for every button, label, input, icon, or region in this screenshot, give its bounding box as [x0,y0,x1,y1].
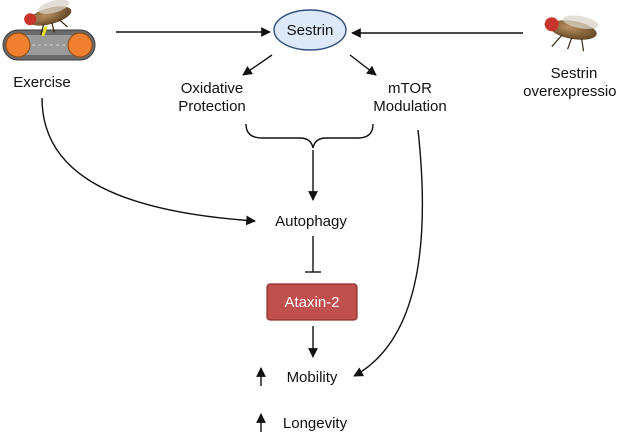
edge-sestrin-to-oxidative [242,54,273,76]
ataxin2-node: Ataxin-2 [266,283,358,321]
mtor-modulation-label-line1: mTOR [388,80,432,97]
mtor-modulation-label-line2: Modulation [373,98,446,115]
edge-sestrin-to-mtor [349,54,377,76]
sestrin-overexpression-label-line1: Sestrin [551,65,598,82]
oxidative-protection-label-line1: Oxidative [181,80,244,97]
autophagy-label: Autophagy [275,213,347,230]
fly-on-treadmill-icon [2,0,96,61]
mobility-label: Mobility [287,369,338,386]
sestrin-overexpression-label-line2: overexpression [523,83,617,100]
edge-mtor-to-mobility [353,129,424,377]
grouping-brace [245,123,374,149]
fruit-fly-icon [544,15,599,52]
oxidative-protection-label-line2: Protection [178,98,246,115]
sestrin-node: Sestrin [273,9,347,51]
longevity-label: Longevity [283,415,348,432]
sestrin-label: Sestrin [287,22,334,39]
ataxin2-label: Ataxin-2 [284,294,339,311]
exercise-label: Exercise [13,74,71,91]
edge-exercise-to-autophagy [41,97,256,226]
